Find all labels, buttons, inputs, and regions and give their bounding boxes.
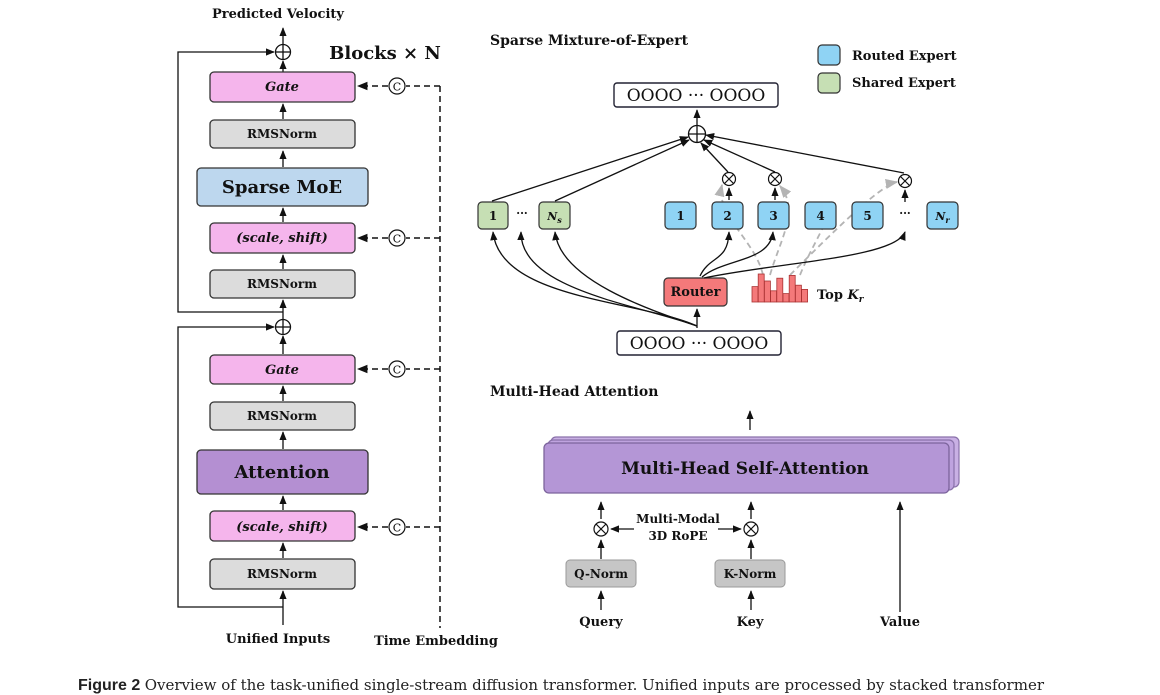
svg-text:OOOO ··· OOOO: OOOO ··· OOOO	[627, 86, 766, 106]
svg-text:(scale, shift): (scale, shift)	[236, 520, 328, 535]
topk-label: Top Kr	[817, 288, 865, 305]
mha-title: Multi-Head Attention	[490, 384, 658, 400]
rope-label-line1: Multi-Modal	[636, 512, 720, 526]
routed-expert-5: 5	[851, 201, 884, 230]
moe-output-tokens: OOOO ··· OOOO	[613, 82, 779, 108]
moe-scale-shift-box: (scale, shift)	[209, 222, 356, 254]
moe-title: Sparse Mixture-of-Expert	[490, 33, 689, 49]
multiply-icon-expert-nr	[897, 173, 913, 189]
svg-text:Gate: Gate	[265, 80, 299, 95]
svg-text:RMSNorm: RMSNorm	[247, 567, 317, 581]
svg-text:Router: Router	[670, 285, 720, 300]
multiply-icon-expert-2	[721, 171, 737, 187]
figure-number: Figure 2	[78, 677, 141, 694]
svg-text:Attention: Attention	[233, 462, 329, 483]
svg-text:2: 2	[723, 209, 731, 223]
middle-sum-icon	[274, 318, 292, 336]
svg-text:Nr: Nr	[934, 210, 950, 225]
k-norm-box: K-Norm	[714, 559, 786, 588]
routed-expert-4: 4	[804, 201, 837, 230]
concat-icon-1: C	[356, 77, 440, 95]
routed-expert-3: 3	[757, 201, 790, 230]
routed-expert-nr: Nr	[926, 201, 959, 230]
topk-bar	[757, 273, 765, 303]
multiply-icon-key	[743, 521, 759, 537]
multiply-icon-expert-3	[767, 171, 783, 187]
query-label: Query	[579, 615, 623, 630]
topk-bar	[795, 284, 802, 303]
attn-scale-shift-box: (scale, shift)	[209, 510, 356, 542]
moe-rmsnorm-top-box: RMSNorm	[209, 119, 356, 149]
output-sum-icon	[274, 43, 292, 61]
svg-text:RMSNorm: RMSNorm	[247, 277, 317, 291]
value-label: Value	[879, 615, 920, 630]
attn-rmsnorm-bottom-box: RMSNorm	[209, 558, 356, 590]
shared-expert-1: 1	[477, 201, 509, 230]
svg-text:C: C	[393, 233, 401, 246]
concat-icon-3: C	[356, 360, 440, 378]
q-norm-box: Q-Norm	[565, 559, 637, 588]
svg-text:Q-Norm: Q-Norm	[574, 567, 628, 581]
svg-text:Gate: Gate	[265, 363, 299, 378]
shared-expert-ns: Ns	[538, 201, 571, 230]
svg-text:Routed Expert: Routed Expert	[852, 49, 957, 64]
svg-text:3: 3	[769, 209, 777, 223]
blocks-times-n-label: Blocks × N	[329, 43, 441, 64]
mhsa-label: Multi-Head Self-Attention	[621, 459, 869, 479]
unified-inputs-label: Unified Inputs	[226, 632, 330, 647]
topk-bar	[770, 290, 777, 303]
svg-text:Sparse MoE: Sparse MoE	[222, 177, 342, 198]
predicted-velocity-label: Predicted Velocity	[212, 7, 344, 22]
svg-text:Ns: Ns	[546, 210, 562, 225]
topk-bar	[776, 277, 784, 303]
shared-experts-ellipsis: ···	[516, 207, 528, 220]
mhsa-stack: Multi-Head Self-Attention	[543, 436, 960, 494]
key-label: Key	[737, 615, 764, 630]
routed-expert-1: 1	[664, 201, 697, 230]
svg-text:1: 1	[489, 209, 497, 223]
svg-text:C: C	[393, 81, 401, 94]
svg-text:(scale, shift): (scale, shift)	[236, 231, 328, 246]
topk-bar	[801, 288, 808, 303]
svg-text:RMSNorm: RMSNorm	[247, 409, 317, 423]
legend-routed-expert: Routed Expert	[817, 44, 957, 66]
legend-shared-expert: Shared Expert	[817, 72, 956, 94]
routed-experts-ellipsis: ···	[899, 207, 911, 220]
svg-text:1: 1	[676, 209, 684, 223]
routed-expert-2: 2	[711, 201, 744, 230]
caption-text: Overview of the task-unified single-stre…	[144, 676, 1044, 694]
moe-rmsnorm-bottom-box: RMSNorm	[209, 269, 356, 299]
attn-rmsnorm-top-box: RMSNorm	[209, 401, 356, 431]
attn-gate-box: Gate	[209, 354, 356, 385]
multiply-icon-query	[593, 521, 609, 537]
svg-text:4: 4	[816, 209, 824, 223]
moe-sum-icon	[687, 124, 707, 144]
svg-text:K-Norm: K-Norm	[724, 567, 777, 581]
concat-icon-2: C	[356, 229, 440, 247]
router-box: Router	[663, 277, 728, 307]
figure-caption: Figure 2 Overview of the task-unified si…	[78, 676, 1158, 695]
moe-input-tokens: OOOO ··· OOOO	[616, 330, 782, 356]
svg-text:C: C	[393, 522, 401, 535]
svg-text:Shared Expert: Shared Expert	[852, 76, 956, 91]
attention-box: Attention	[196, 449, 369, 495]
topk-bar	[782, 293, 790, 303]
topk-bar	[788, 274, 796, 303]
sparse-moe-box: Sparse MoE	[196, 167, 369, 207]
svg-text:RMSNorm: RMSNorm	[247, 127, 317, 141]
topk-bar	[764, 280, 771, 303]
time-embedding-label: Time Embedding	[374, 634, 498, 649]
svg-text:OOOO ··· OOOO: OOOO ··· OOOO	[630, 334, 769, 354]
topk-score-bars	[751, 273, 808, 303]
moe-gate-box: Gate	[209, 71, 356, 103]
rope-label-line2: 3D RoPE	[648, 529, 707, 543]
concat-icon-4: C	[356, 518, 440, 536]
svg-text:5: 5	[863, 209, 871, 223]
svg-text:C: C	[393, 364, 401, 377]
topk-bar	[751, 286, 759, 303]
